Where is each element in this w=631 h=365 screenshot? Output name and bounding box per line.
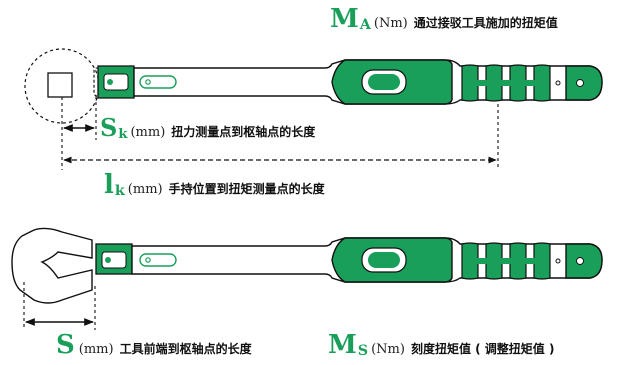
end-cap bbox=[565, 65, 603, 101]
ma-label: MA(Nm)通过接驳工具施加的扭矩值 bbox=[330, 4, 558, 34]
open-end-jaw bbox=[11, 227, 93, 304]
ms-label: MS(Nm)刻度扭矩值 ( 调整扭矩值 ) bbox=[328, 330, 555, 360]
torque-wrench-open-end bbox=[11, 227, 603, 304]
lk-label: lk(mm)手持位置到扭矩测量点的长度 bbox=[104, 170, 325, 200]
torque-wrench-square-drive bbox=[24, 48, 603, 124]
square-drive bbox=[47, 72, 73, 98]
end-cap-2 bbox=[565, 243, 603, 279]
s-label: S(mm)工具前端到枢轴点的长度 bbox=[56, 330, 252, 360]
sk-label: Sk(mm)扭力测量点到枢轴点的长度 bbox=[100, 113, 316, 142]
